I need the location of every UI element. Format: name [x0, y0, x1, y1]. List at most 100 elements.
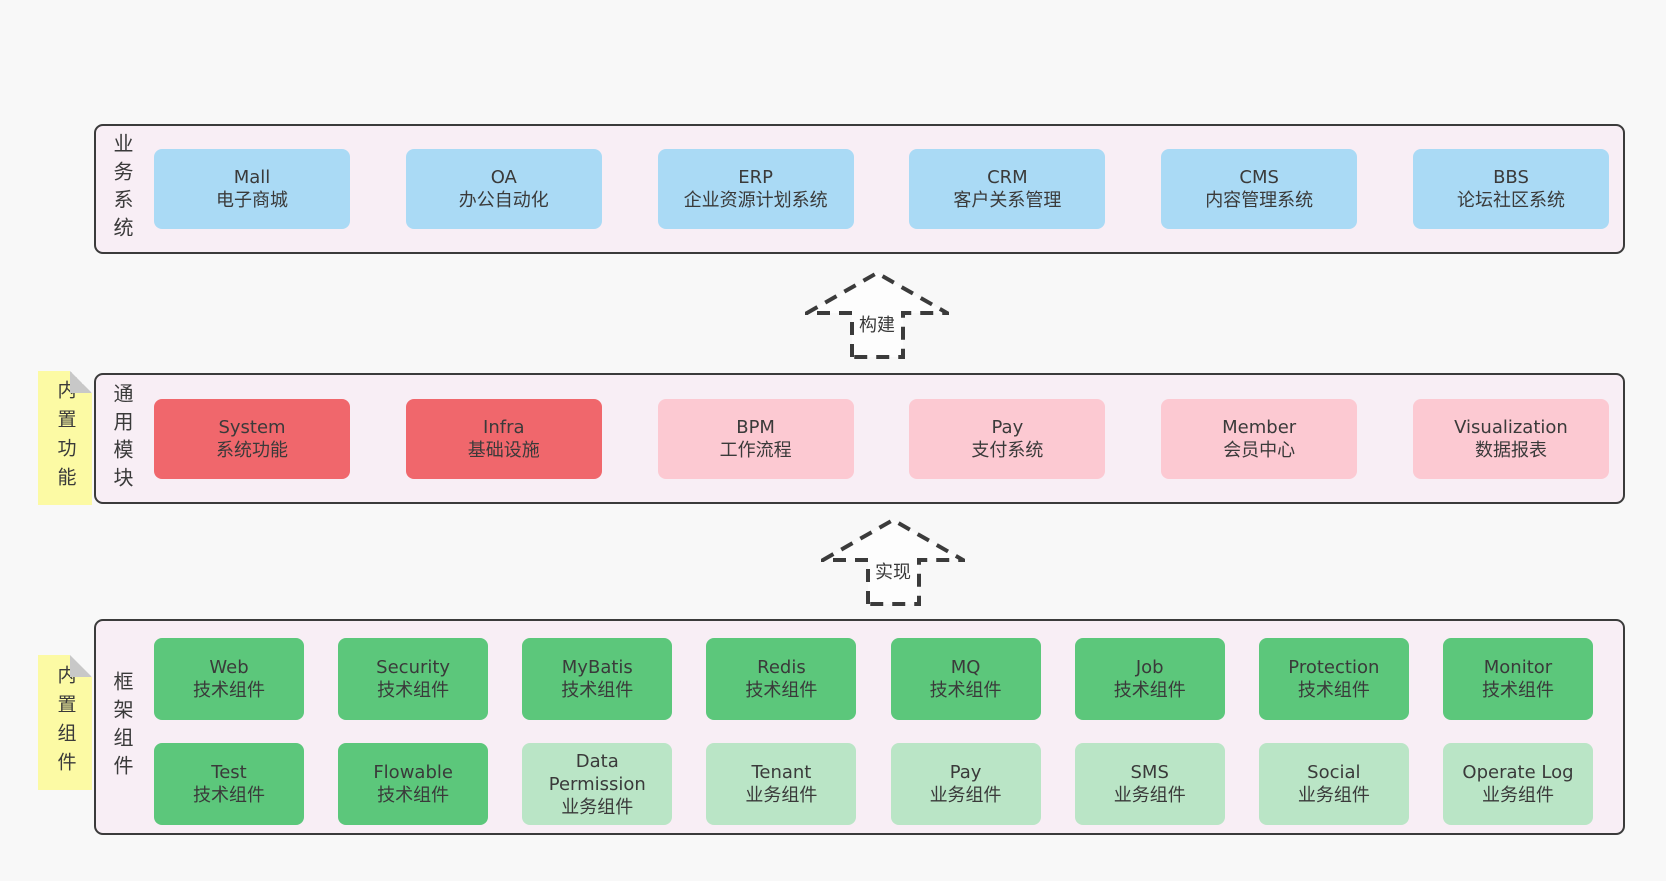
arrow-label: 构建 [856, 315, 898, 337]
common-modules-band: 通用模块 System 系统功能 Infra 基础设施 BPM 工作流程 Pay… [94, 373, 1625, 504]
pay-box: Pay 支付系统 [909, 398, 1106, 479]
mybatis-box: MyBatis 技术组件 [522, 638, 673, 720]
box-subtitle: 技术组件 [561, 680, 634, 701]
box-title: Protection [1288, 657, 1380, 678]
box-subtitle: 业务组件 [1297, 785, 1370, 806]
tenant-box: Tenant 业务组件 [706, 743, 857, 825]
box-title: MyBatis [561, 657, 633, 678]
box-title: Mall [233, 167, 271, 188]
security-box: Security 技术组件 [338, 638, 489, 720]
box-subtitle: 企业资源计划系统 [683, 190, 828, 211]
protection-box: Protection 技术组件 [1258, 638, 1409, 720]
social-box: Social 业务组件 [1258, 743, 1409, 825]
built-in-components-sticky: 内置组件 [38, 655, 92, 790]
fold-corner [70, 371, 92, 393]
business-systems-band: 业务系统 Mall 电子商城 OA 办公自动化 ERP 企业资源计划系统 CRM… [94, 124, 1625, 254]
box-title: CRM [987, 167, 1028, 188]
box-subtitle: 电子商城 [216, 190, 288, 211]
components-row-1: Web 技术组件 Security 技术组件 MyBatis 技术组件 Redi… [154, 638, 1593, 720]
box-title: MQ [950, 657, 981, 678]
box-subtitle: 数据报表 [1474, 439, 1547, 461]
box-title: Security [376, 657, 451, 678]
box-title: Data Permission [548, 750, 646, 795]
box-title: Pay [949, 762, 982, 783]
box-title: System [218, 416, 286, 438]
monitor-box: Monitor 技术组件 [1442, 638, 1593, 720]
erp-box: ERP 企业资源计划系统 [657, 149, 854, 229]
box-title: Monitor [1483, 657, 1553, 678]
box-subtitle: 技术组件 [377, 785, 450, 806]
band-modules-content: System 系统功能 Infra 基础设施 BPM 工作流程 Pay 支付系统… [148, 375, 1623, 502]
bpm-box: BPM 工作流程 [657, 398, 854, 479]
box-title: Web [209, 657, 249, 678]
web-box: Web 技术组件 [154, 638, 304, 720]
data-permission-box: Data Permission 业务组件 [522, 743, 673, 825]
box-title: SMS [1130, 762, 1169, 783]
build-arrow: 构建 [805, 271, 949, 359]
box-subtitle: 技术组件 [1481, 680, 1554, 701]
band-label-business: 业务系统 [110, 133, 134, 245]
box-title: Member [1222, 416, 1297, 438]
mq-box: MQ 技术组件 [890, 638, 1041, 720]
oa-box: OA 办公自动化 [405, 149, 602, 229]
box-subtitle: 业务组件 [929, 785, 1002, 806]
box-subtitle: 系统功能 [216, 439, 288, 461]
box-title: Pay [991, 416, 1024, 438]
box-subtitle: 基础设施 [467, 439, 540, 461]
bbs-box: BBS 论坛社区系统 [1412, 149, 1609, 229]
band-business-content: Mall 电子商城 OA 办公自动化 ERP 企业资源计划系统 CRM 客户关系… [148, 126, 1623, 252]
box-title: Test [211, 762, 247, 783]
box-subtitle: 办公自动化 [458, 190, 549, 211]
box-title: Tenant [751, 762, 812, 783]
box-subtitle: 技术组件 [193, 680, 265, 701]
test-box: Test 技术组件 [154, 743, 304, 825]
flowable-box: Flowable 技术组件 [338, 743, 489, 825]
box-subtitle: 客户关系管理 [953, 190, 1062, 211]
box-subtitle: 业务组件 [1113, 785, 1186, 806]
box-subtitle: 技术组件 [929, 680, 1002, 701]
fold-corner [70, 655, 92, 677]
box-title: OA [490, 167, 517, 188]
job-box: Job 技术组件 [1074, 638, 1225, 720]
box-subtitle: 技术组件 [1113, 680, 1186, 701]
visualization-box: Visualization 数据报表 [1412, 398, 1609, 479]
box-subtitle: 内容管理系统 [1205, 190, 1314, 211]
box-subtitle: 论坛社区系统 [1456, 190, 1565, 211]
system-box: System 系统功能 [154, 398, 350, 479]
box-title: Visualization [1454, 416, 1568, 438]
box-title: BBS [1493, 167, 1529, 188]
arrow-label: 实现 [872, 562, 914, 584]
box-title: BPM [736, 416, 775, 438]
components-row-2: Test 技术组件 Flowable 技术组件 Data Permission … [154, 743, 1593, 825]
box-title: CMS [1239, 167, 1279, 188]
sms-box: SMS 业务组件 [1074, 743, 1225, 825]
redis-box: Redis 技术组件 [706, 638, 857, 720]
framework-components-band: 框架组件 Web 技术组件 Security 技术组件 MyBatis 技术组件… [94, 619, 1625, 835]
member-box: Member 会员中心 [1161, 398, 1358, 479]
box-subtitle: 技术组件 [745, 680, 818, 701]
box-subtitle: 技术组件 [1297, 680, 1370, 701]
infra-box: Infra 基础设施 [405, 398, 602, 479]
sticky-label: 内置组件 [54, 664, 77, 781]
box-title: Operate Log [1462, 762, 1574, 783]
box-subtitle: 技术组件 [377, 680, 450, 701]
box-title: Infra [483, 416, 525, 438]
built-in-features-sticky: 内置功能 [38, 371, 92, 505]
sticky-label: 内置功能 [54, 380, 77, 496]
box-subtitle: 技术组件 [193, 785, 265, 806]
box-title: Redis [757, 657, 806, 678]
operate-log-box: Operate Log 业务组件 [1442, 743, 1593, 825]
box-title: ERP [738, 167, 773, 188]
cms-box: CMS 内容管理系统 [1161, 149, 1358, 229]
implement-arrow: 实现 [821, 518, 965, 606]
box-title: Social [1307, 762, 1361, 783]
band-label-components: 框架组件 [110, 671, 134, 783]
pay-business-box: Pay 业务组件 [890, 743, 1041, 825]
box-subtitle: 工作流程 [719, 439, 792, 461]
box-subtitle: 业务组件 [561, 796, 634, 818]
mall-box: Mall 电子商城 [154, 149, 350, 229]
box-subtitle: 支付系统 [971, 439, 1044, 461]
band-components-content: Web 技术组件 Security 技术组件 MyBatis 技术组件 Redi… [148, 621, 1623, 833]
band-label-modules: 通用模块 [110, 382, 134, 495]
crm-box: CRM 客户关系管理 [909, 149, 1106, 229]
